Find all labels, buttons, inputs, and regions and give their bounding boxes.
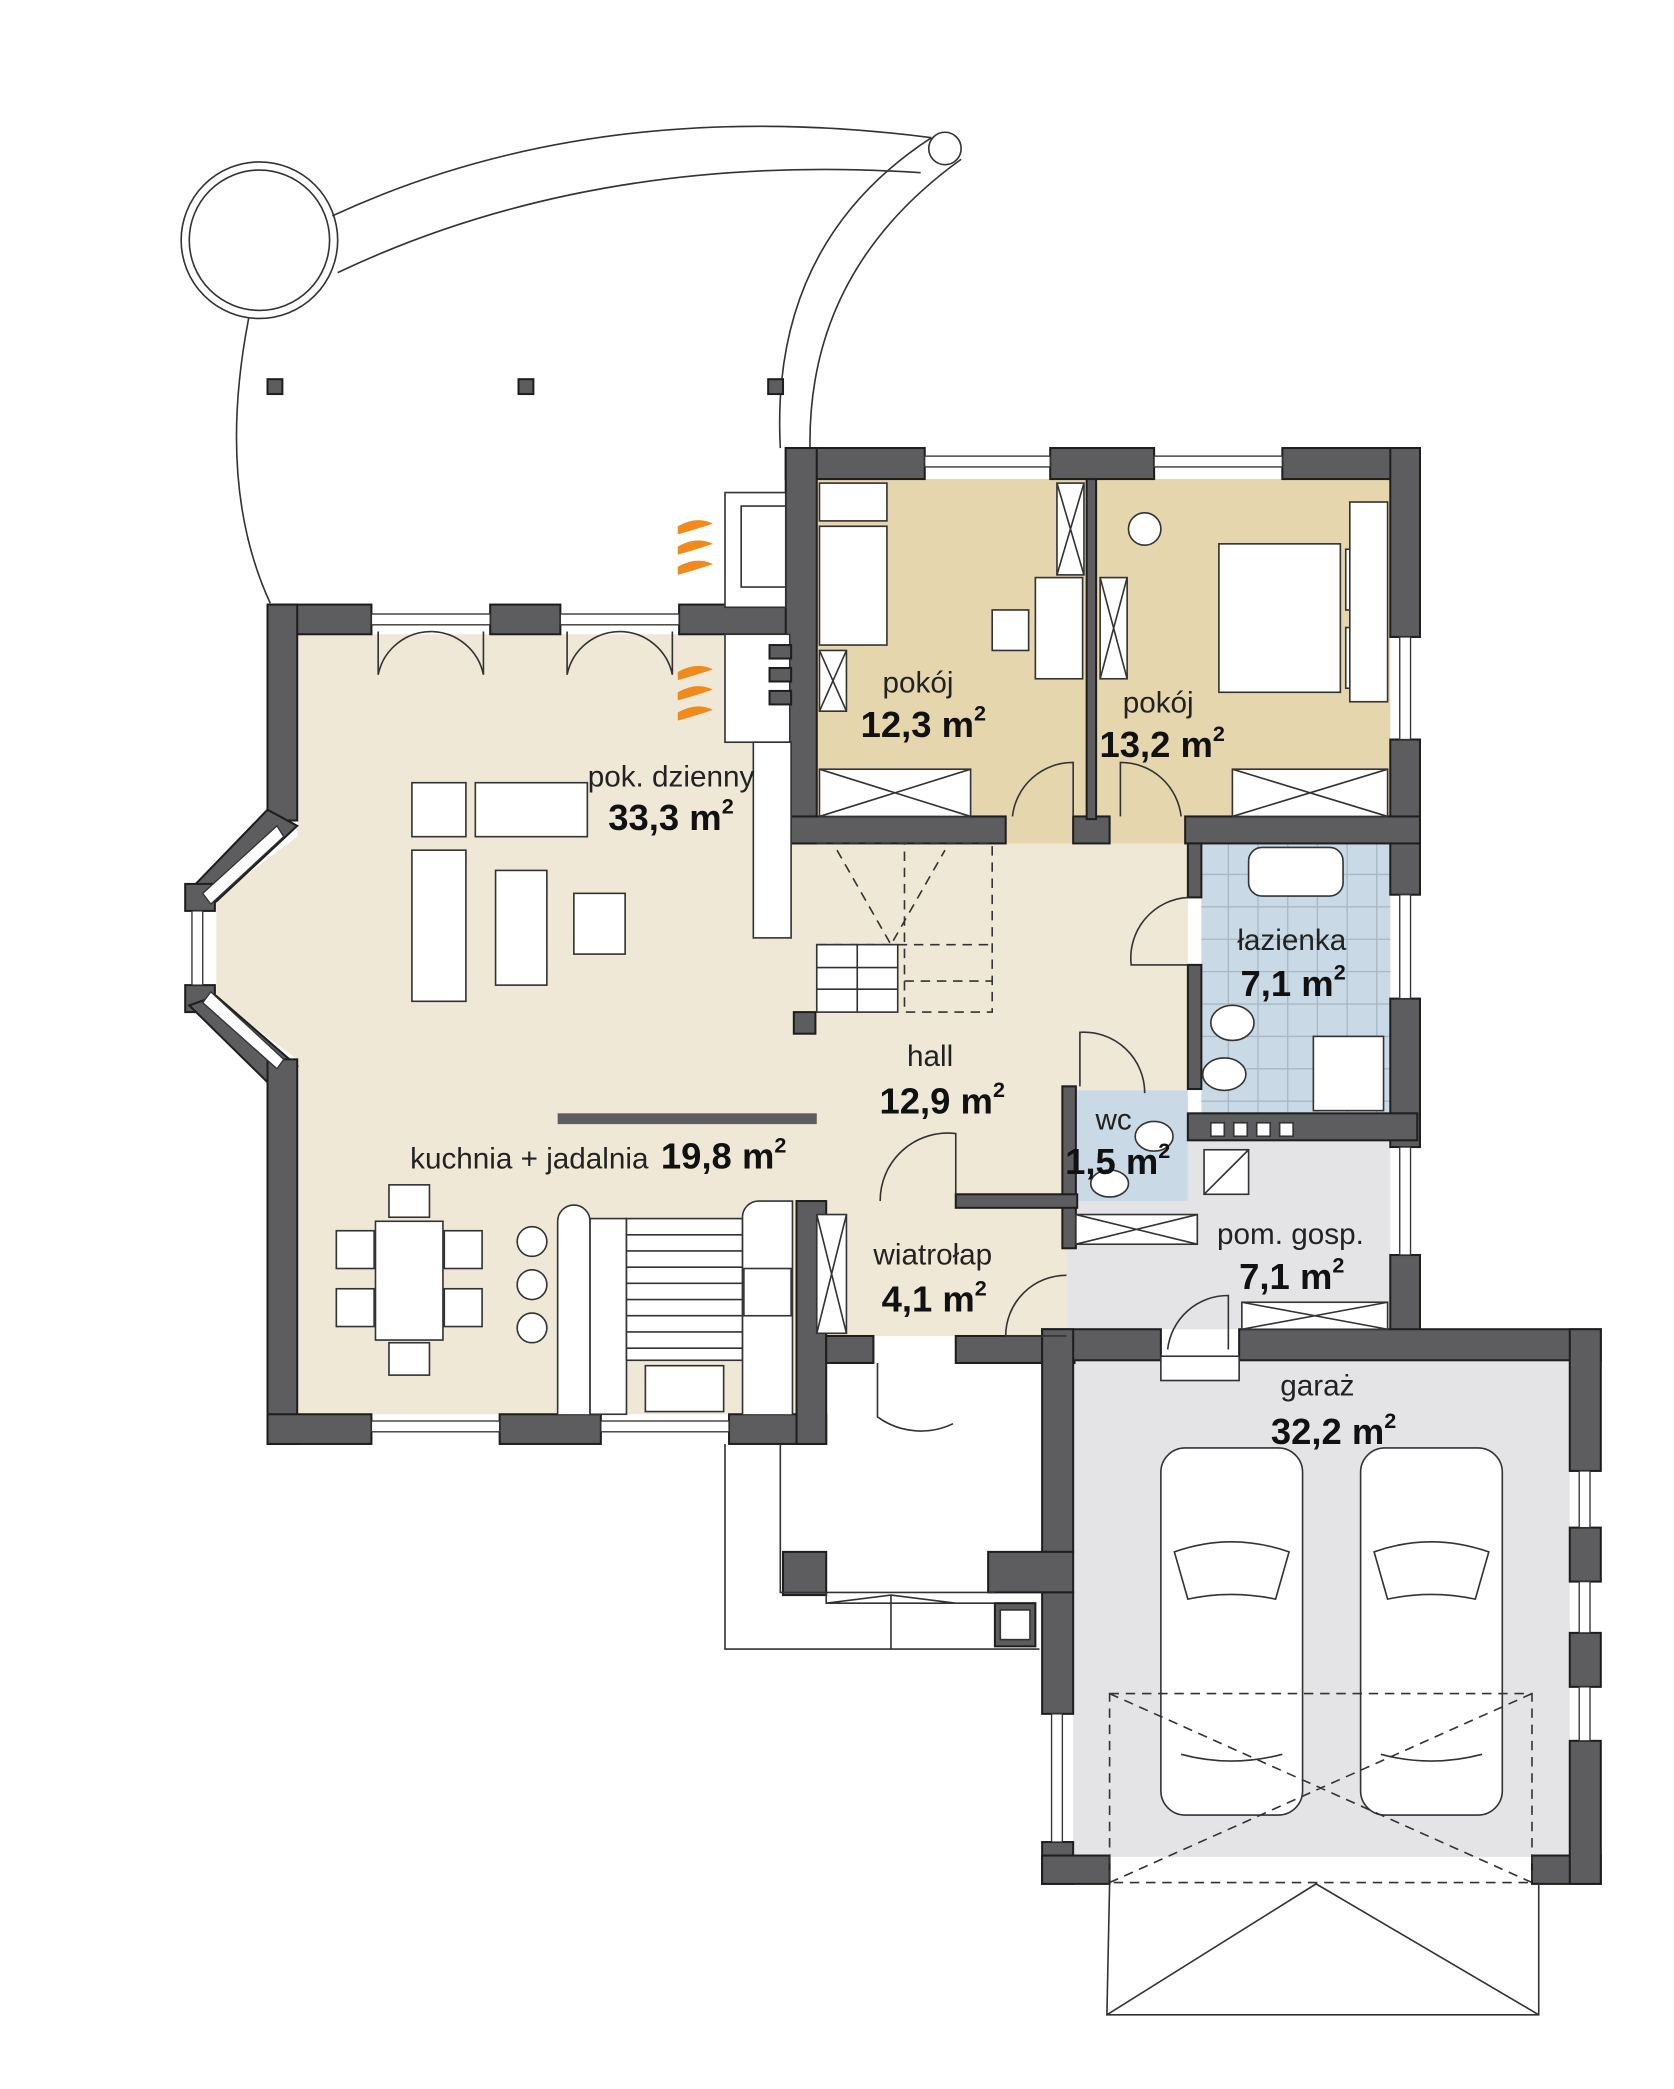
porch: [724, 1443, 1040, 1650]
sofa: [474, 781, 589, 838]
bidet: [1201, 1057, 1247, 1092]
room-name: wiatrołap: [872, 1238, 992, 1271]
armchair: [411, 781, 467, 838]
room-name: łazienka: [1237, 924, 1346, 957]
dining-table: [374, 1220, 444, 1341]
double-sink: [1247, 846, 1344, 897]
room-utility: pom. gosp. 7,1 m2: [1217, 1218, 1364, 1297]
flame-icon: [677, 520, 713, 721]
coffee-table: [494, 869, 548, 986]
kitchen-counter-divider: [557, 1113, 817, 1125]
sofa: [411, 849, 467, 1003]
sink: [644, 1364, 725, 1413]
room-name: wc: [1095, 1104, 1132, 1137]
room-name: pok. dzienny: [588, 761, 755, 794]
room-kitchen-dining: kuchnia + jadalnia 19,8 m2: [410, 1132, 786, 1176]
bed: [818, 525, 888, 646]
shower: [1312, 1035, 1385, 1112]
room-labels: pok. dzienny 33,3 m2 pokój 12,3 m2 pokój…: [410, 666, 1396, 1452]
room-bedroom-2: pokój 13,2 m2: [1100, 687, 1225, 766]
room-area: 19,8 m2: [661, 1132, 786, 1176]
room-name: pokój: [883, 666, 954, 699]
furniture: [335, 482, 1540, 2016]
room-hall: hall 12,9 m2: [880, 1040, 1005, 1121]
staircase: [815, 842, 994, 1013]
room-vestibule: wiatrołap 4,1 m2: [872, 1238, 992, 1319]
room-name: hall: [907, 1040, 953, 1073]
room-name: garaż: [1280, 1369, 1354, 1402]
room-bathroom: łazienka 7,1 m2: [1237, 924, 1346, 1004]
car: [1160, 1447, 1304, 1816]
room-area: 33,3 m2: [608, 794, 733, 838]
fireplace: [677, 491, 793, 939]
driveway: [1106, 1882, 1540, 2016]
room-bedroom-1: pokój 12,3 m2: [861, 666, 986, 745]
desk: [1034, 576, 1084, 680]
room-area: 7,1 m2: [1239, 1253, 1344, 1297]
room-area: 12,9 m2: [880, 1077, 1005, 1121]
room-name: pom. gosp.: [1217, 1218, 1364, 1251]
windows: [191, 455, 1591, 1843]
room-area: 4,1 m2: [882, 1276, 987, 1320]
room-garage: garaż 32,2 m2: [1271, 1369, 1396, 1452]
room-name: kuchnia + jadalnia: [410, 1143, 649, 1176]
toilet: [1209, 1004, 1255, 1042]
room-area: 7,1 m2: [1241, 960, 1346, 1004]
toilet: [1134, 1120, 1174, 1152]
room-area: 32,2 m2: [1271, 1408, 1396, 1452]
doors: [377, 630, 1240, 1432]
room-area: 13,2 m2: [1100, 721, 1225, 765]
room-name: pokój: [1123, 687, 1194, 720]
room-wc: wc 1,5 m2: [1065, 1104, 1170, 1183]
cooktop: [743, 1267, 792, 1317]
room-area: 12,3 m2: [861, 701, 986, 745]
washbasin: [1089, 1169, 1130, 1198]
pergola-post: [517, 378, 535, 396]
pergola-post: [266, 378, 284, 396]
garage-door-swing: [1108, 1692, 1533, 1884]
double-bed: [1218, 543, 1342, 694]
pergola-post: [767, 378, 785, 396]
terrace: [180, 125, 962, 604]
armchair: [573, 892, 626, 955]
room-area: 1,5 m2: [1065, 1138, 1170, 1182]
room-living-room: pok. dzienny 33,3 m2: [588, 761, 755, 838]
